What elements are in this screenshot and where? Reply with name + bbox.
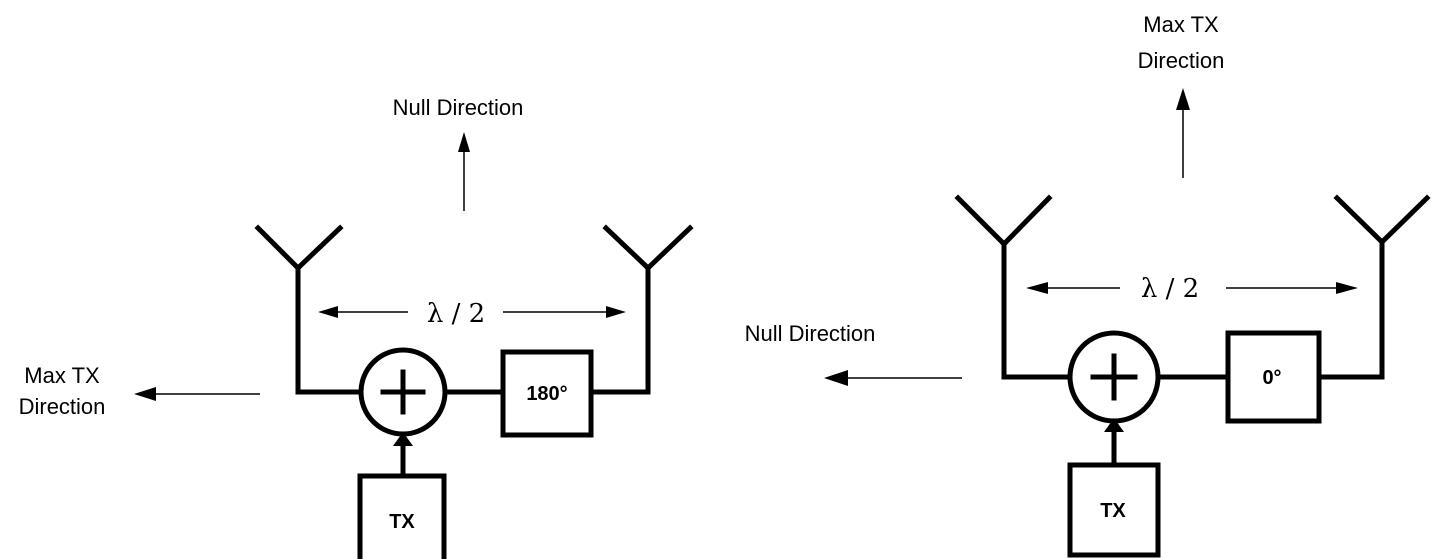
right-max-tx-label-line1: Max TX xyxy=(1143,12,1219,37)
left-phase-shift-label: 180° xyxy=(526,383,567,405)
left-summing-junction xyxy=(358,347,448,437)
left-array: Null Direction λ / 2 xyxy=(19,95,694,559)
left-null-direction-label: Null Direction xyxy=(393,95,524,120)
left-spacing-dimension xyxy=(318,306,626,318)
right-array: Max TX Direction λ / 2 xyxy=(745,12,1431,558)
left-tx-to-summer-arrow xyxy=(393,432,413,479)
right-array-antenna-2 xyxy=(1316,194,1431,380)
right-max-tx-label-line2: Direction xyxy=(1138,48,1225,73)
left-max-tx-arrow xyxy=(134,387,260,401)
left-spacing-label: λ / 2 xyxy=(427,299,485,329)
right-array-antenna-1 xyxy=(954,194,1072,380)
right-spacing-dimension xyxy=(1026,282,1358,294)
right-tx-to-summer-arrow xyxy=(1104,418,1124,468)
right-summing-junction xyxy=(1067,330,1161,424)
left-max-tx-label-line1: Max TX xyxy=(24,363,100,388)
right-transmitter-label: TX xyxy=(1100,500,1126,522)
left-phase-shifter-box xyxy=(500,349,594,438)
right-max-tx-arrow xyxy=(1176,88,1190,178)
right-spacing-label: λ / 2 xyxy=(1141,274,1199,304)
right-phase-shift-label: 0° xyxy=(1262,367,1281,389)
left-transmitter-box xyxy=(357,473,447,559)
left-array-antenna-1 xyxy=(254,224,364,395)
right-phase-shifter-box xyxy=(1225,330,1322,424)
left-null-direction-arrow xyxy=(458,132,470,211)
right-null-direction-label: Null Direction xyxy=(745,321,876,346)
left-array-antenna-2 xyxy=(588,224,694,395)
left-transmitter-label: TX xyxy=(389,511,415,533)
right-null-direction-arrow xyxy=(824,370,962,386)
right-transmitter-box xyxy=(1067,462,1161,558)
left-max-tx-label-line2: Direction xyxy=(19,394,106,419)
